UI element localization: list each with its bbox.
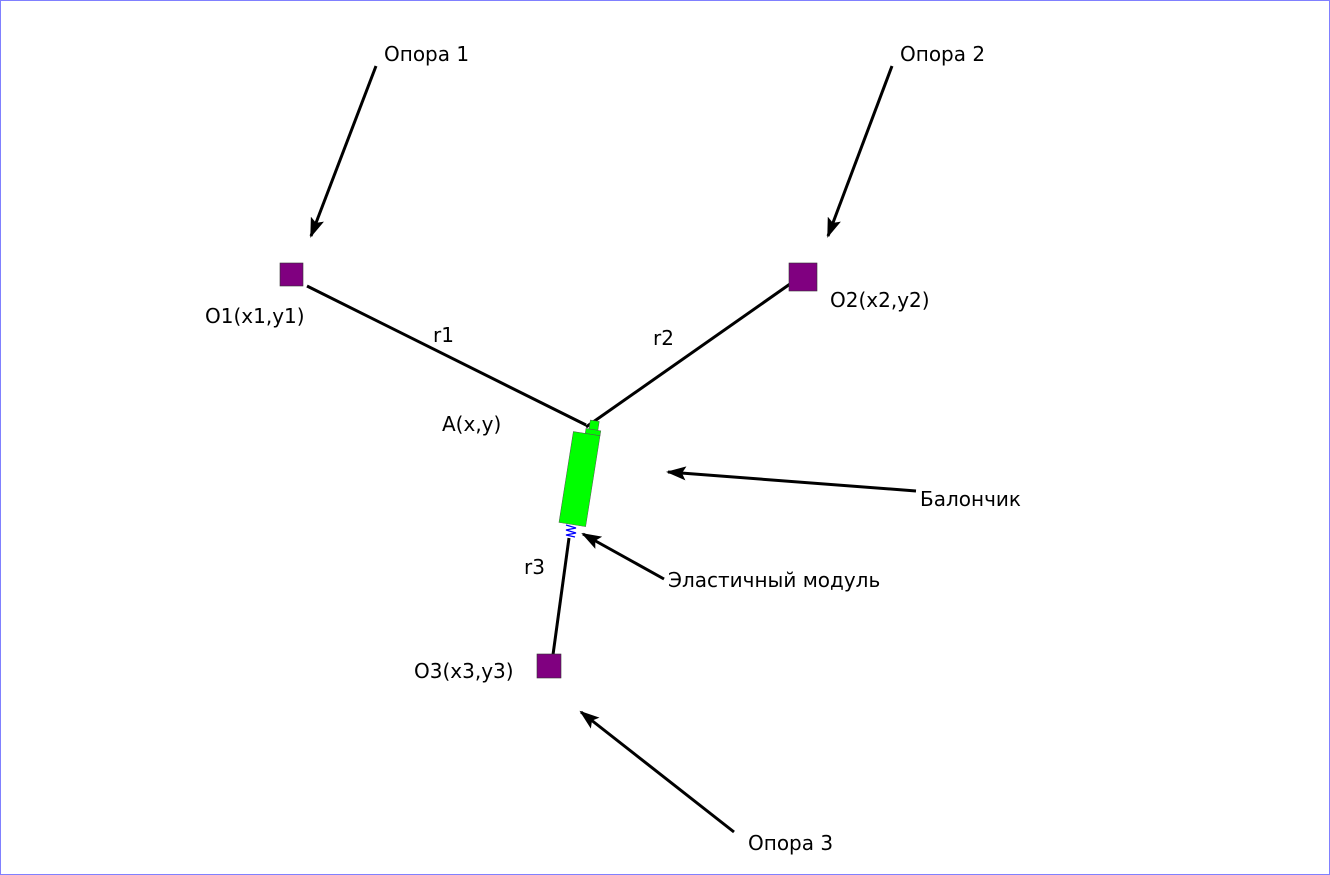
label-o3: O3(x3,y3) <box>414 659 514 683</box>
arrow-canister <box>666 466 917 493</box>
spring-icon <box>565 524 577 538</box>
support-o1 <box>279 262 304 287</box>
arrow-support2 <box>826 65 894 238</box>
cable-r2 <box>585 282 791 429</box>
cable-r3 <box>550 537 571 663</box>
label-point-a: A(x,y) <box>442 412 502 436</box>
label-support2: Опора 2 <box>900 42 986 66</box>
arrow-support3 <box>579 710 735 834</box>
label-canister: Балончик <box>920 487 1021 511</box>
label-o2: O2(x2,y2) <box>830 288 930 312</box>
cable-r1 <box>306 284 587 427</box>
label-r3: r3 <box>524 555 545 579</box>
arrow-elastic-module <box>581 532 665 581</box>
support-o3 <box>536 653 562 679</box>
label-r2: r2 <box>653 326 674 350</box>
arrow-support1 <box>309 65 378 238</box>
label-r1: r1 <box>433 323 454 347</box>
support-o2 <box>788 262 818 292</box>
label-support3: Опора 3 <box>748 831 834 855</box>
canister <box>558 419 602 527</box>
label-support1: Опора 1 <box>384 42 470 66</box>
label-o1: O1(x1,y1) <box>205 304 305 328</box>
label-elastic-module: Эластичный модуль <box>668 568 881 592</box>
